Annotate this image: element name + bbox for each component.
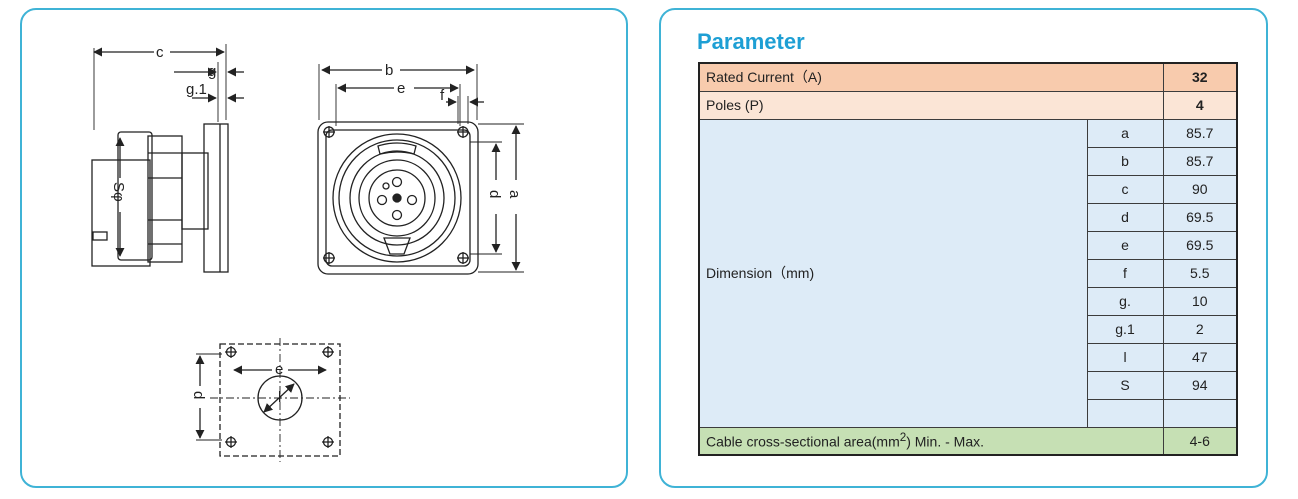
table-row: c 90 [699, 174, 1238, 204]
front-view [317, 64, 524, 275]
table-row: e 69.5 [699, 230, 1238, 260]
table-row [699, 398, 1238, 428]
technical-drawing: c g g.1 Sφ b e f d a e d l [91, 44, 524, 462]
label-s-phi: Sφ [110, 182, 127, 202]
dim-code: l [1086, 342, 1164, 372]
table-row: Dimension（mm) a 85.7 [698, 118, 1238, 428]
dim-value: 90 [1162, 174, 1238, 204]
label-b: b [385, 62, 393, 79]
dim-code [1086, 398, 1164, 428]
table-row: f 5.5 [699, 258, 1238, 288]
label-d: d [486, 190, 503, 198]
poles-value: 4 [1162, 90, 1238, 120]
dim-code: b [1086, 146, 1164, 176]
dim-code: a [1086, 118, 1164, 148]
dim-code: d [1086, 202, 1164, 232]
dim-code: g.1 [1086, 314, 1164, 344]
dimension-label: Dimension（mm) [698, 118, 1088, 428]
label-d-cutout: d [190, 391, 207, 399]
label-g: g [208, 63, 216, 80]
dim-value: 5.5 [1162, 258, 1238, 288]
dim-code: e [1086, 230, 1164, 260]
dim-value: 85.7 [1162, 118, 1238, 148]
dim-value: 69.5 [1162, 230, 1238, 260]
table-row-poles: Poles (P) 4 [698, 90, 1238, 120]
table-row: l 47 [699, 342, 1238, 372]
cutout-view [195, 338, 350, 462]
cable-label-post: ) Min. - Max. [906, 434, 984, 451]
table-row: g.1 2 [699, 314, 1238, 344]
dim-value: 10 [1162, 286, 1238, 316]
parameter-table: Rated Current（A) 32 Poles (P) 4 Dimensio… [698, 62, 1238, 456]
label-l: l [278, 389, 281, 406]
table-row-cable-area: Cable cross-sectional area(mm2) Min. - M… [698, 426, 1238, 456]
dim-value: 69.5 [1162, 202, 1238, 232]
rated-current-label: Rated Current（A) [698, 62, 1164, 92]
parameter-panel: Parameter Rated Current（A) 32 Poles (P) … [659, 8, 1268, 488]
side-view [91, 44, 244, 273]
label-e: e [397, 80, 405, 97]
parameter-title: Parameter [697, 29, 805, 54]
dim-value: 94 [1162, 370, 1238, 400]
label-f: f [440, 87, 445, 104]
dim-value: 85.7 [1162, 146, 1238, 176]
cable-label-sup: 2 [899, 431, 907, 445]
poles-label: Poles (P) [698, 90, 1164, 120]
table-row-rated-current: Rated Current（A) 32 [698, 62, 1238, 92]
dim-value: 2 [1162, 314, 1238, 344]
cable-area-label: Cable cross-sectional area(mm2) Min. - M… [698, 426, 1164, 456]
table-row: d 69.5 [699, 202, 1238, 232]
rated-current-value: 32 [1162, 62, 1238, 92]
drawing-panel: c g g.1 Sφ b e f d a e d l [20, 8, 628, 488]
dim-code: f [1086, 258, 1164, 288]
label-g1: g.1 [186, 81, 207, 98]
table-row: b 85.7 [699, 146, 1238, 176]
cable-label-pre: Cable cross-sectional area(mm [706, 434, 900, 451]
dim-value [1162, 398, 1238, 428]
label-e-cutout: e [275, 361, 283, 378]
dim-code: S [1086, 370, 1164, 400]
label-a: a [506, 190, 523, 199]
dim-code: c [1086, 174, 1164, 204]
cable-area-value: 4-6 [1162, 426, 1238, 456]
label-c: c [156, 44, 164, 61]
dim-code: g. [1086, 286, 1164, 316]
dim-value: 47 [1162, 342, 1238, 372]
